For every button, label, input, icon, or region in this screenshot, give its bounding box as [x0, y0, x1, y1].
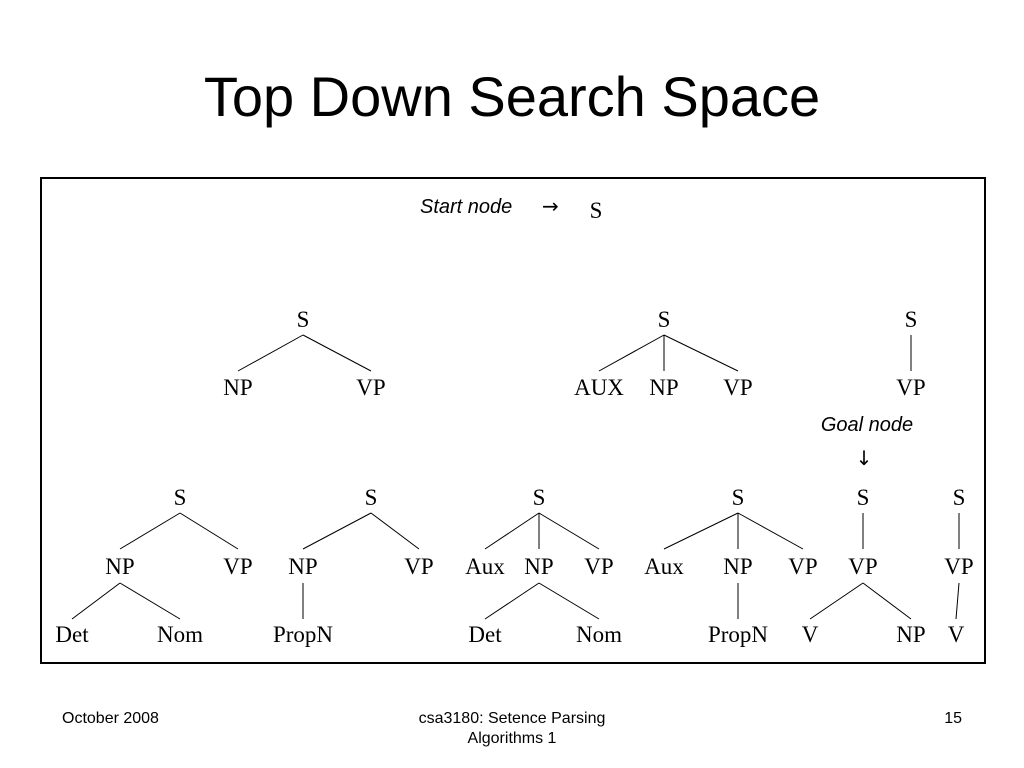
tree-4-np: NP — [105, 554, 134, 579]
tree-6: S Aux NP VP Det Nom — [465, 485, 622, 647]
tree-2-root-s: S — [658, 307, 671, 332]
edge — [237, 334, 304, 372]
edge — [484, 512, 540, 550]
edge — [809, 582, 864, 620]
tree-4-vp: VP — [223, 554, 252, 579]
footer-course: csa3180: Setence Parsing Algorithms 1 — [362, 709, 662, 749]
footer-date: October 2008 — [62, 710, 159, 727]
tree-2-vp: VP — [723, 375, 752, 400]
edge — [663, 334, 739, 372]
tree-9-v: V — [948, 622, 965, 647]
edge — [302, 334, 372, 372]
tree-3: S VP — [896, 307, 925, 400]
tree-9-vp: VP — [944, 554, 973, 579]
footer-page-number: 15 — [944, 710, 962, 727]
tree-1-root-s: S — [297, 307, 310, 332]
goal-node-label: Goal node — [821, 414, 913, 436]
tree-5: S NP VP PropN — [273, 485, 434, 647]
tree-7-aux: Aux — [644, 554, 684, 579]
edge — [538, 582, 600, 620]
tree-6-det: Det — [468, 622, 502, 647]
edge — [538, 512, 600, 550]
tree-3-vp: VP — [896, 375, 925, 400]
tree-8: S VP V NP — [802, 485, 926, 647]
start-node-label: Start node — [420, 196, 512, 218]
edge — [955, 582, 960, 620]
edge — [737, 512, 804, 550]
tree-7-root-s: S — [732, 485, 745, 510]
tree-2-aux: AUX — [574, 375, 624, 400]
search-space-diagram: Start node → S S NP VP S AUX NP VP S VP … — [55, 194, 973, 647]
tree-6-aux: Aux — [465, 554, 505, 579]
tree-6-nom: Nom — [576, 622, 622, 647]
edge — [179, 512, 239, 550]
tree-4-nom: Nom — [157, 622, 203, 647]
tree-4: S NP VP Det Nom — [55, 485, 252, 647]
tree-2-np: NP — [649, 375, 678, 400]
tree-6-root-s: S — [533, 485, 546, 510]
tree-4-det: Det — [55, 622, 89, 647]
tree-8-vp: VP — [848, 554, 877, 579]
search-space-frame: Start node → S S NP VP S AUX NP VP S VP … — [40, 177, 986, 664]
tree-6-np: NP — [524, 554, 553, 579]
tree-6-vp: VP — [584, 554, 613, 579]
tree-7-vp: VP — [788, 554, 817, 579]
edge — [119, 582, 181, 620]
tree-7-propn: PropN — [708, 622, 768, 647]
footer-course-line-2: Algorithms 1 — [467, 730, 557, 747]
tree-5-vp: VP — [404, 554, 433, 579]
tree-1: S NP VP — [223, 307, 385, 400]
edge — [862, 582, 912, 620]
tree-3-root-s: S — [905, 307, 918, 332]
edge — [484, 582, 540, 620]
edge — [119, 512, 181, 550]
tree-8-np: NP — [896, 622, 925, 647]
tree-7-np: NP — [723, 554, 752, 579]
footer-course-line-1: csa3180: Setence Parsing — [418, 710, 606, 727]
edge — [302, 512, 372, 550]
tree-1-np: NP — [223, 375, 252, 400]
tree-8-v: V — [802, 622, 819, 647]
goal-arrow-icon: ↓ — [856, 446, 873, 470]
tree-8-root-s: S — [857, 485, 870, 510]
edge — [663, 512, 739, 550]
tree-9-root-s: S — [953, 485, 966, 510]
edge — [370, 512, 420, 550]
tree-7: S Aux NP VP PropN — [644, 485, 818, 647]
tree-9: S VP V — [944, 485, 973, 647]
start-node-s: S — [590, 198, 603, 223]
tree-4-root-s: S — [174, 485, 187, 510]
tree-1-vp: VP — [356, 375, 385, 400]
tree-5-np: NP — [288, 554, 317, 579]
start-arrow-icon: → — [542, 194, 559, 218]
slide-title: Top Down Search Space — [203, 65, 821, 128]
edge — [598, 334, 665, 372]
tree-5-root-s: S — [365, 485, 378, 510]
tree-5-propn: PropN — [273, 622, 333, 647]
edge — [71, 582, 121, 620]
tree-2: S AUX NP VP — [574, 307, 753, 400]
